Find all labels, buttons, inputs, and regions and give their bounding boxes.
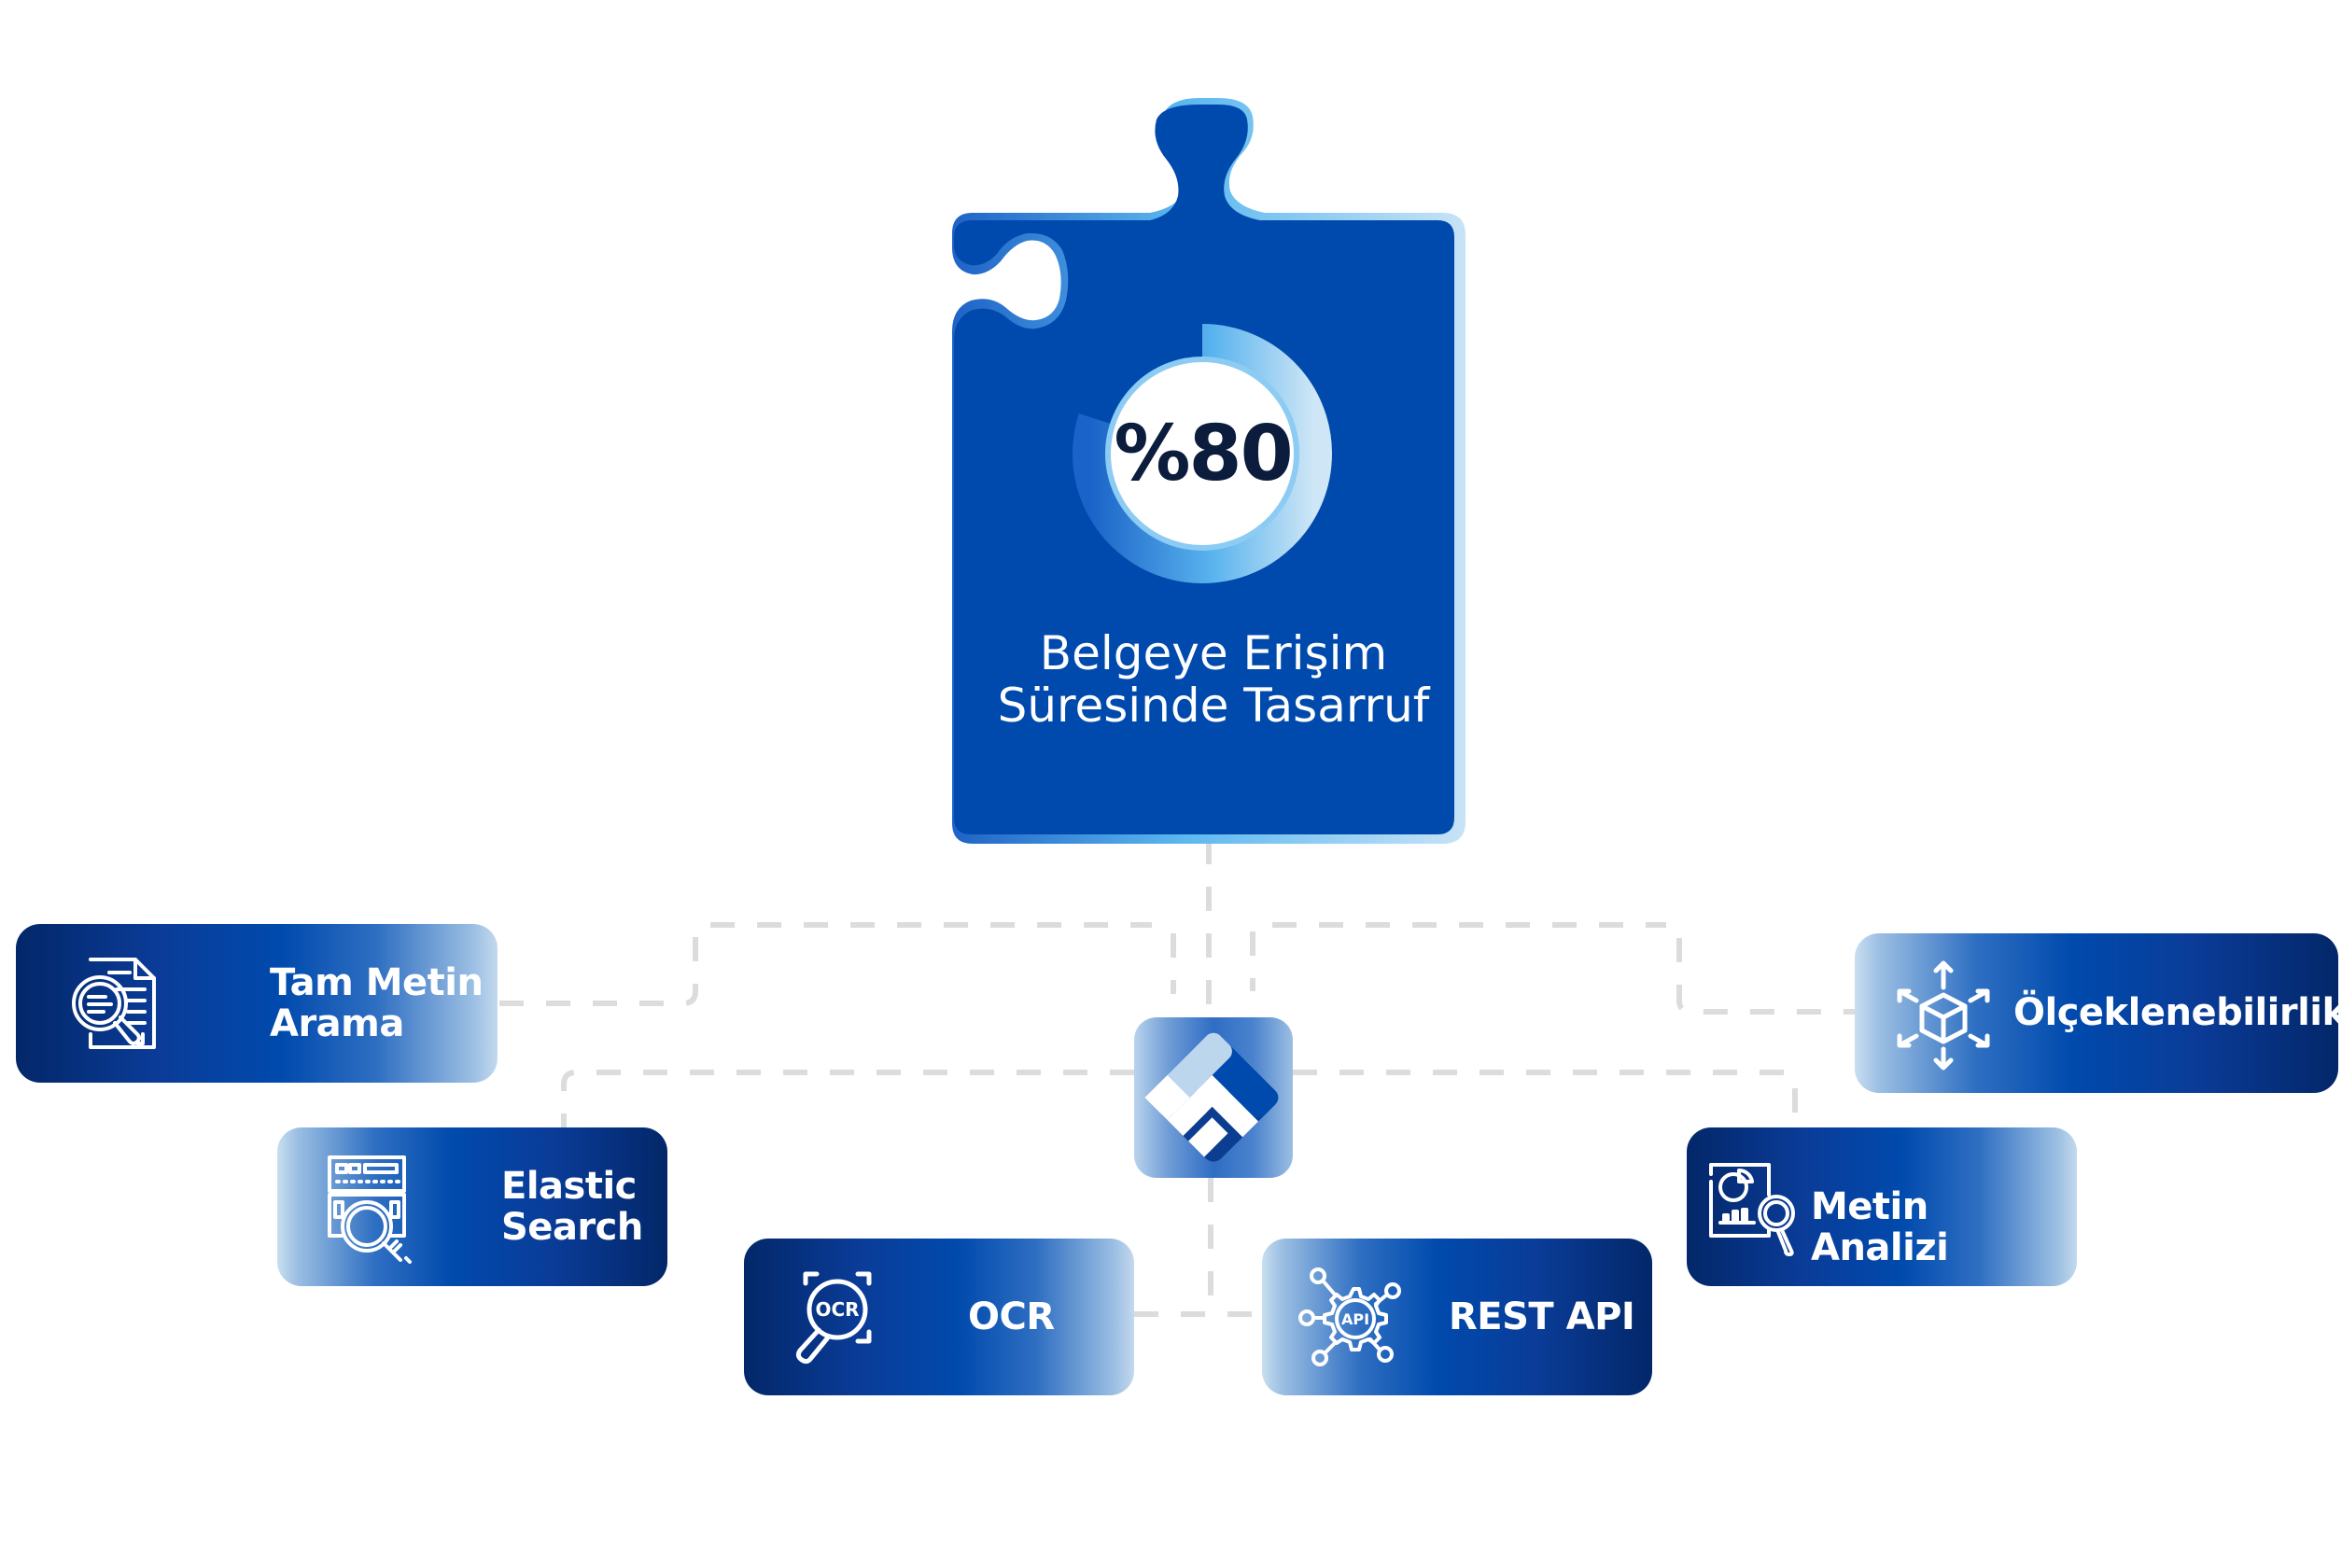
feature-label: Metin Analizi <box>1811 1185 1949 1269</box>
connector-elastic-search <box>561 1070 1134 1127</box>
company-logo-icon <box>1144 1032 1279 1162</box>
svg-text:OCR: OCR <box>815 1298 859 1321</box>
connector-metin-analizi <box>1293 1070 1798 1127</box>
progress-ring-center <box>1111 362 1294 545</box>
progress-ring <box>1073 324 1332 583</box>
hub-logo-tile <box>1134 1017 1293 1178</box>
scalable-cube-icon <box>1892 958 1995 1071</box>
api-gear-network-icon: API <box>1298 1267 1408 1369</box>
ocr-magnifier-icon: OCR <box>789 1268 886 1365</box>
savings-caption-line1: Belgeye Erişim <box>1039 626 1388 680</box>
feature-label: OCR <box>968 1295 1055 1338</box>
connector-tam-metin <box>499 922 1176 1006</box>
feature-label: Ölçeklenebilirlik <box>2013 991 2342 1034</box>
savings-caption: Belgeye Erişim Süresinde Tasarruf <box>961 627 1466 732</box>
connector-olceklenebilirlik <box>1250 922 1855 1015</box>
server-search-icon <box>326 1154 419 1266</box>
feature-card-metin-analizi[interactable]: Metin Analizi <box>1687 1127 2077 1286</box>
feature-card-tam-metin-arama[interactable]: Tam Metin Arama <box>16 924 498 1083</box>
report-analysis-icon <box>1707 1161 1801 1258</box>
feature-card-ocr[interactable]: OCR OCR <box>744 1239 1134 1395</box>
feature-card-elastic-search[interactable]: Elastic Search <box>277 1127 667 1286</box>
savings-caption-line2: Süresinde Tasarruf <box>997 679 1430 733</box>
feature-card-olceklenebilirlik[interactable]: Ölçeklenebilirlik <box>1855 933 2342 1093</box>
document-search-icon <box>63 952 165 1055</box>
feature-label: Tam Metin Arama <box>270 961 484 1045</box>
feature-card-rest-api[interactable]: API REST API <box>1262 1239 1652 1395</box>
progress-ring-arc <box>1073 324 1332 583</box>
connector-ocr-rest <box>1134 1178 1262 1317</box>
feature-label: Elastic Search <box>501 1165 643 1249</box>
savings-percentage: %80 <box>1114 410 1293 498</box>
feature-label: REST API <box>1449 1295 1635 1338</box>
svg-text:API: API <box>1341 1310 1369 1328</box>
